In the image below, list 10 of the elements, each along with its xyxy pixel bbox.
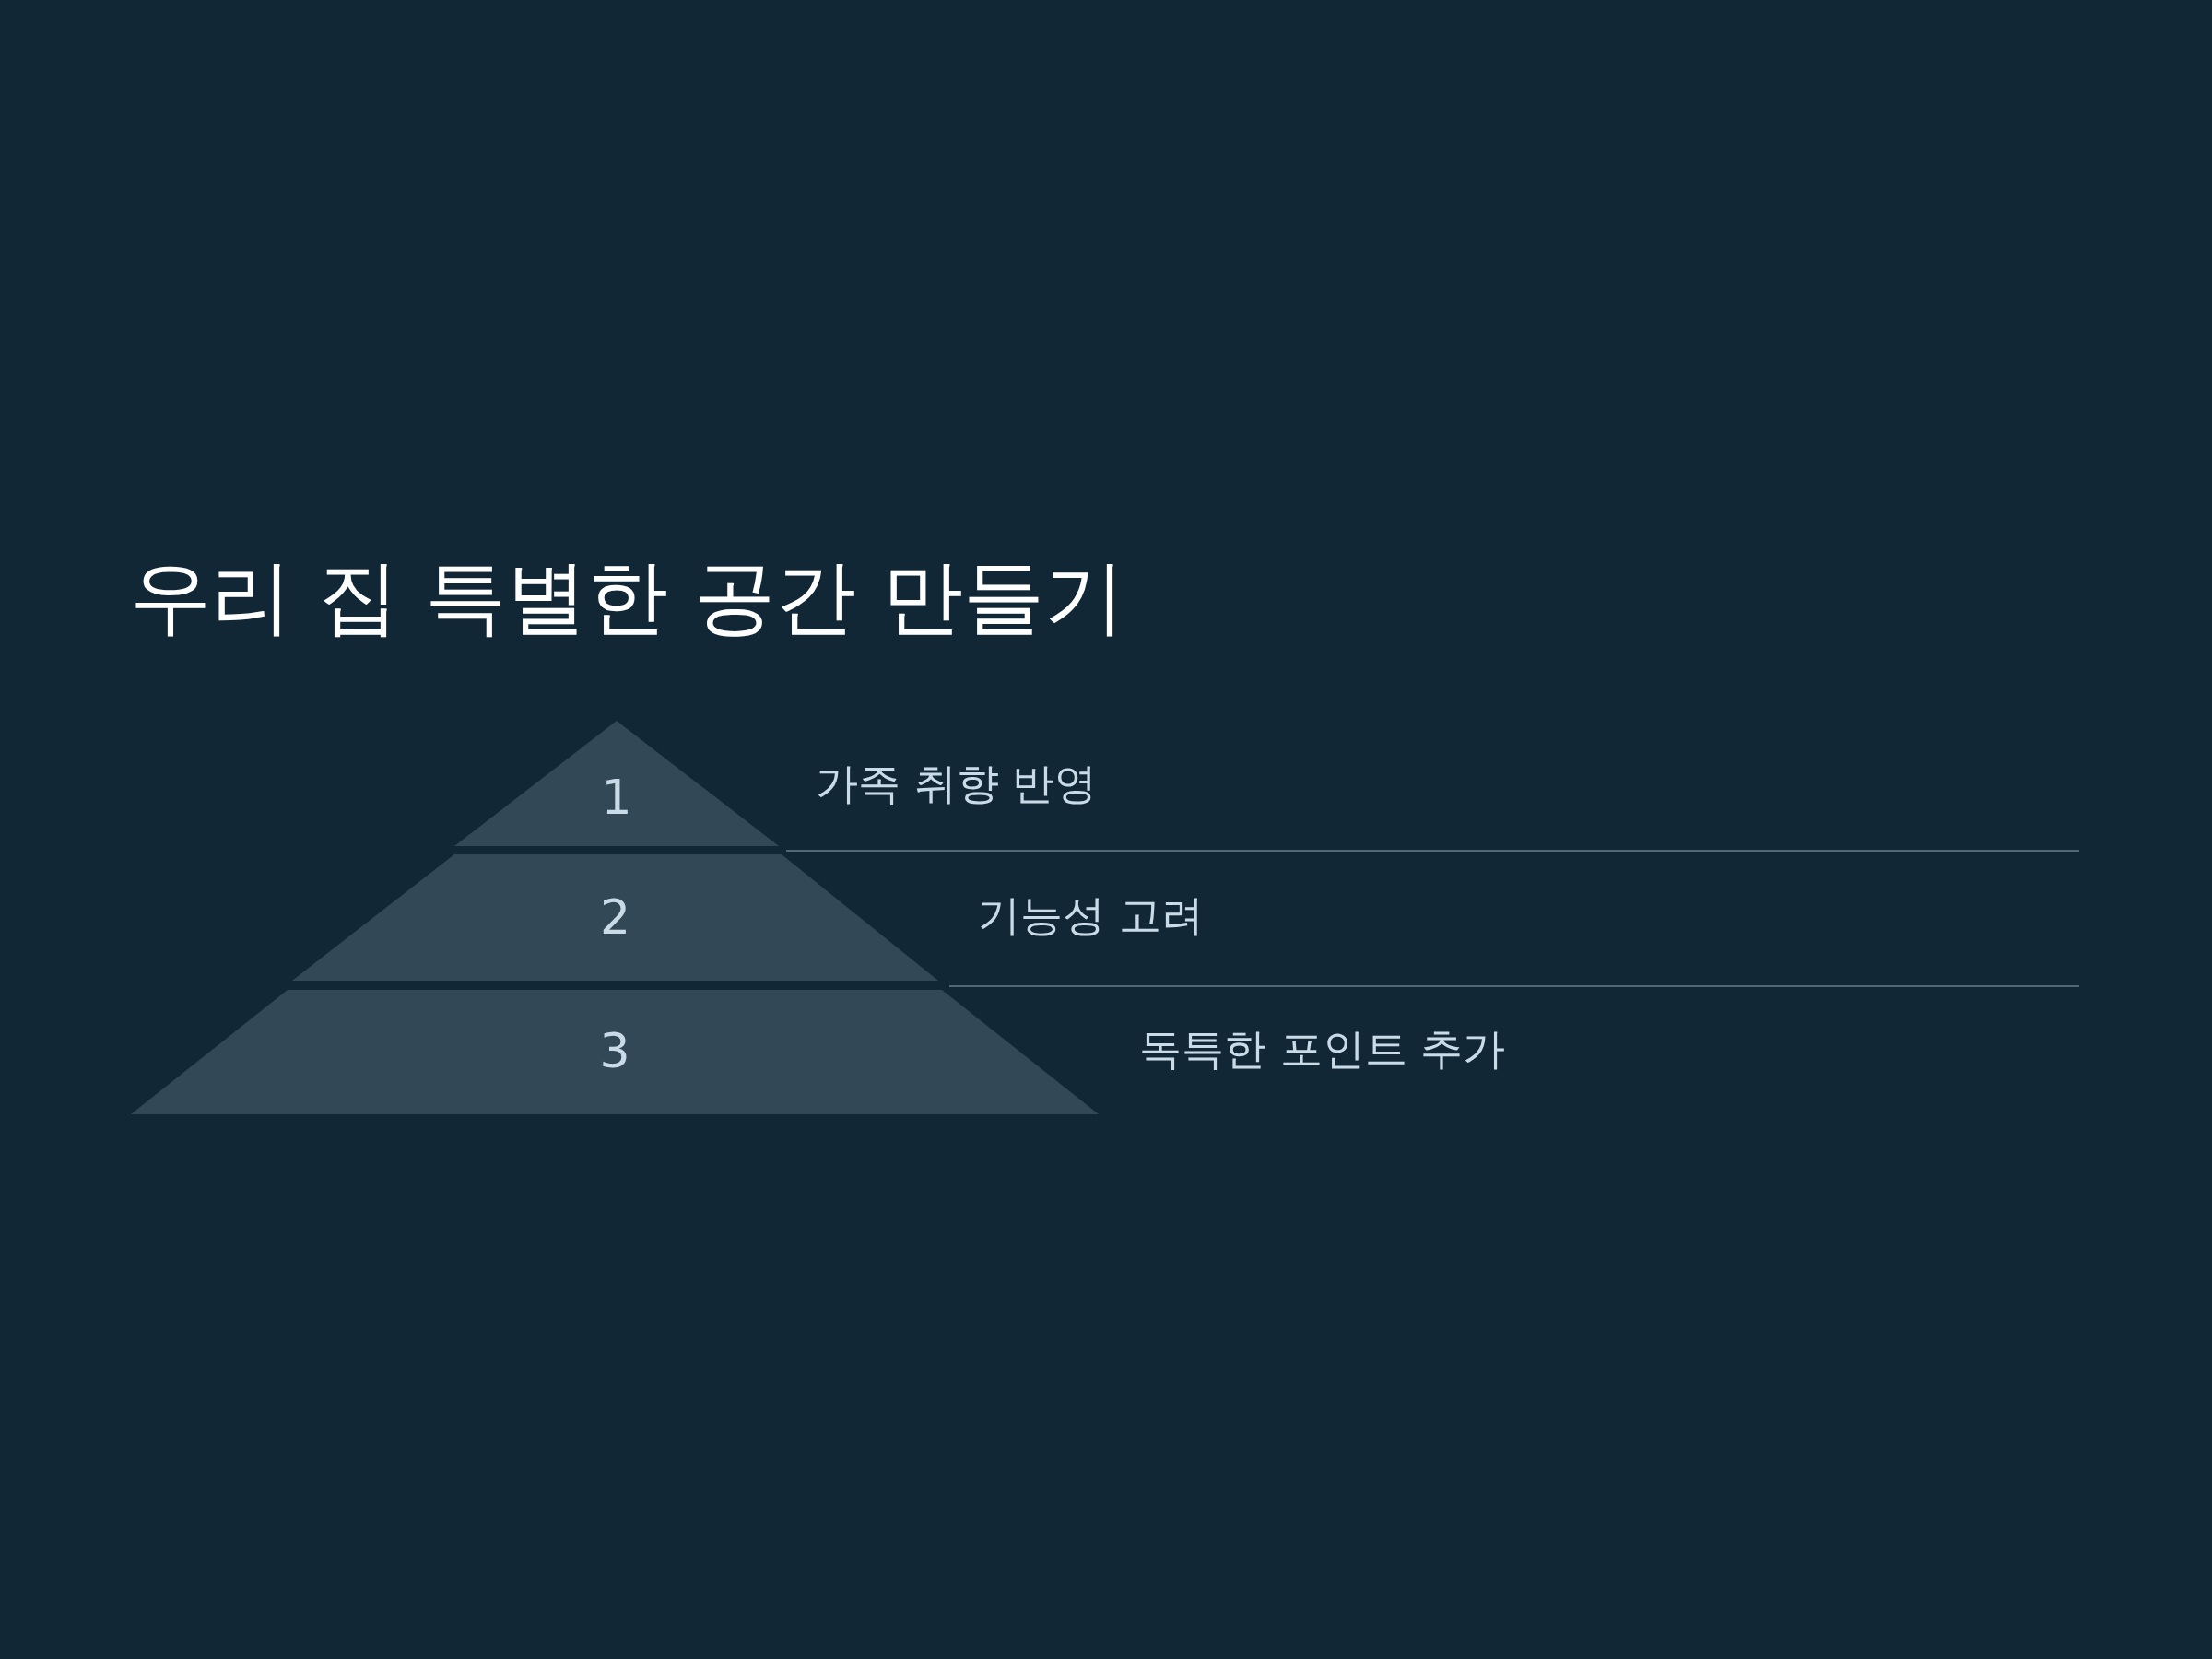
layer-caption: 기능성 고려 — [978, 890, 1204, 940]
layer-caption: 가족 취향 반영 — [816, 759, 1098, 808]
pyramid-layer — [131, 990, 1099, 1114]
layer-number: 2 — [598, 889, 632, 945]
layer-number: 3 — [598, 1023, 631, 1078]
pyramid-layer — [292, 854, 938, 981]
layer-caption: 독특한 포인트 추가 — [1139, 1024, 1506, 1074]
title: 우리 집 특별한 공간 만들기 — [130, 553, 1125, 641]
pyramid-top-triangle — [454, 721, 779, 846]
layer-number: 1 — [600, 770, 633, 825]
